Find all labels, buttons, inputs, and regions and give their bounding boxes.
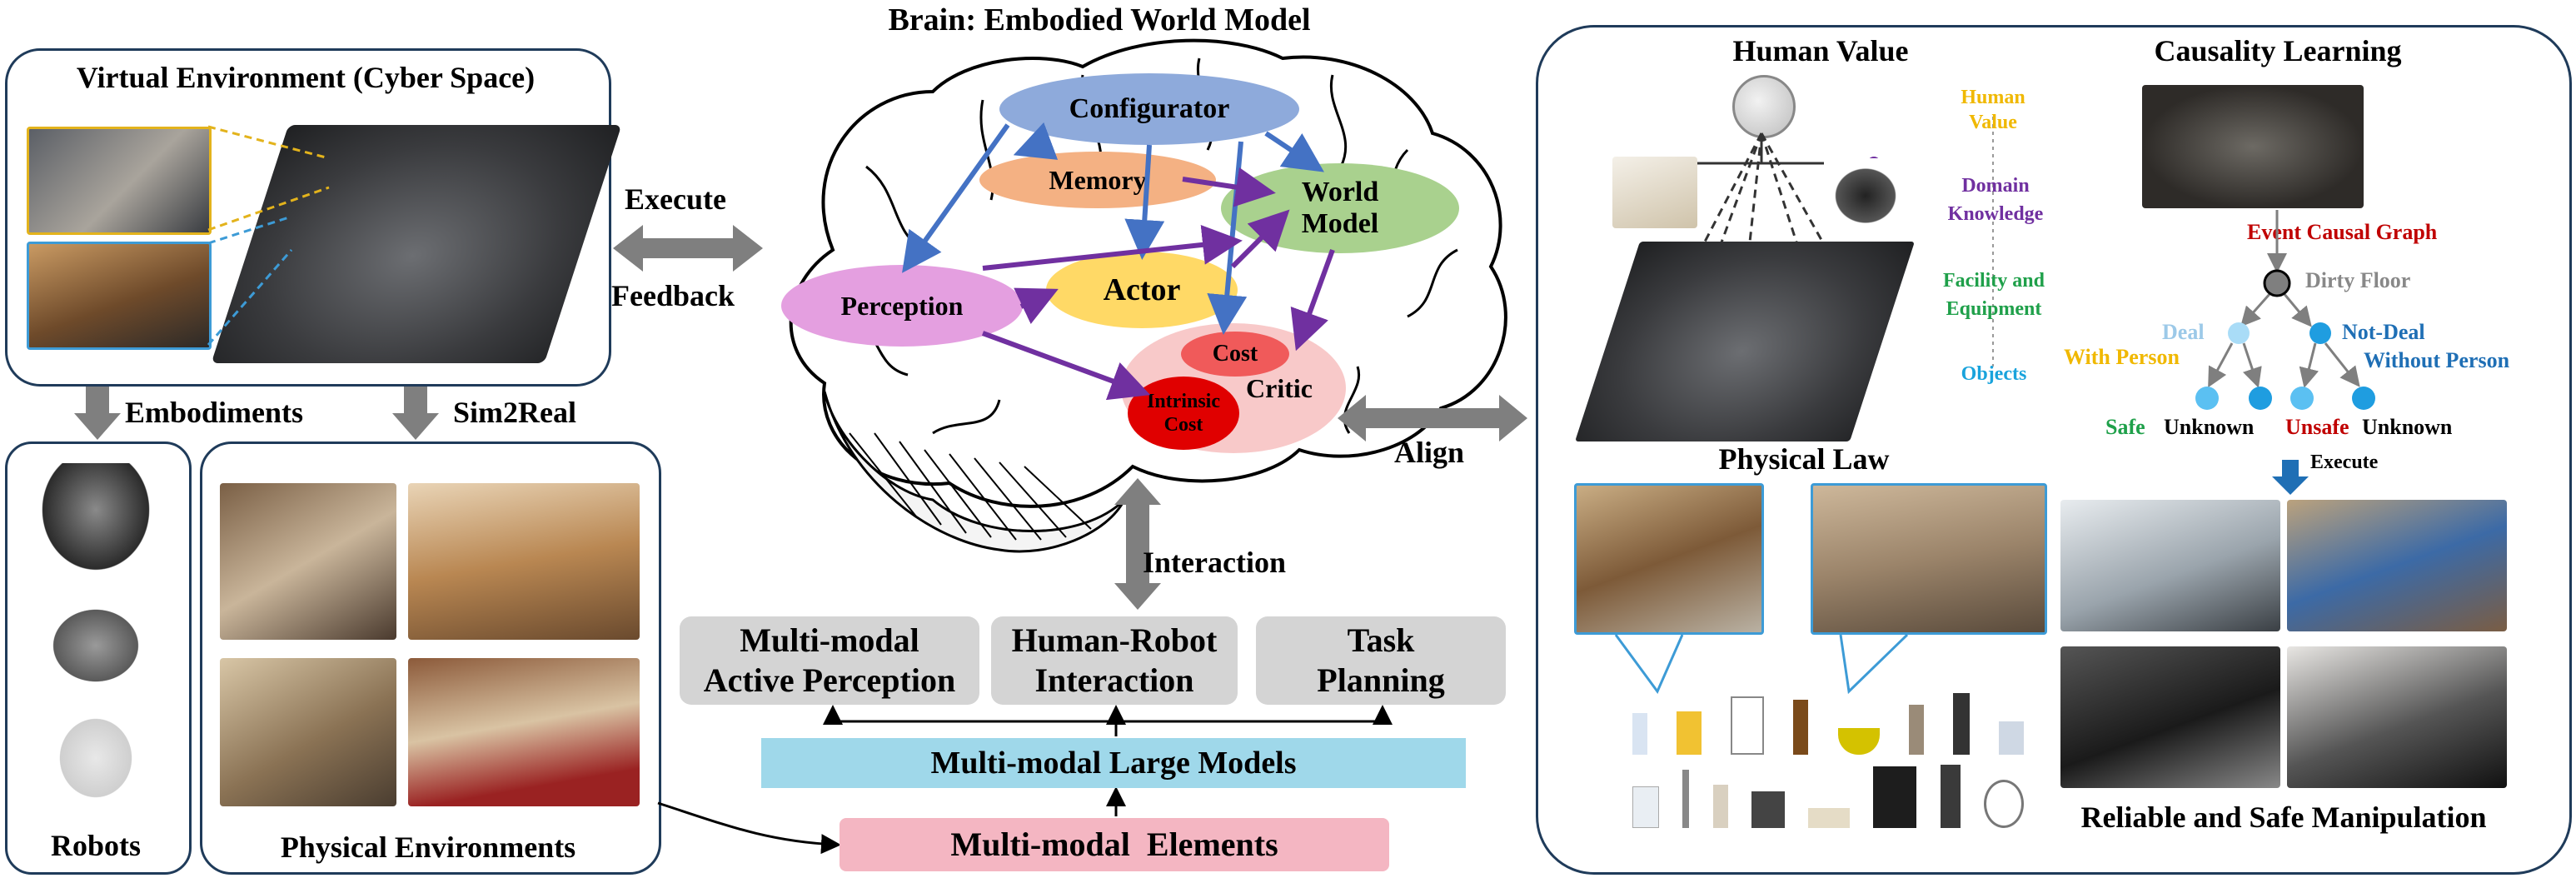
unknown-label-2: Unknown <box>2362 415 2453 439</box>
human-value-title: Human Value <box>1732 34 1909 67</box>
perception-node: Perception <box>781 265 1023 347</box>
object-icon <box>1677 711 1702 755</box>
object-icon <box>1682 770 1690 828</box>
critic-label: Critic <box>1246 373 1313 403</box>
hierarchy-facility-text: Facility and Equipment <box>1942 270 2045 320</box>
align-label: Align <box>1394 436 1465 469</box>
virtual-room-image-2 <box>27 242 212 350</box>
execute-label: Execute <box>625 182 726 216</box>
sim2real-label: Sim2Real <box>453 396 576 429</box>
object-icon <box>1808 808 1851 828</box>
manipulation-image-3 <box>2060 646 2280 788</box>
robot-hand-image <box>1824 158 1907 233</box>
manipulation-image-1 <box>2060 500 2280 631</box>
multimodal-large-models-bar: Multi-modal Large Models <box>761 738 1466 788</box>
embodiments-label: Embodiments <box>125 396 304 429</box>
actor-node: Actor <box>1046 252 1238 328</box>
causal-execute-label: Execute <box>2310 451 2379 473</box>
household-objects-row-1 <box>1632 688 2024 755</box>
object-icon <box>1632 786 1659 828</box>
physical-env-image-4 <box>408 658 640 806</box>
memory-node: Memory <box>979 152 1216 208</box>
event-causal-graph-label: Event Causal Graph <box>2247 220 2438 244</box>
module-human-robot-interaction-label: Human-Robot Interaction <box>1011 621 1218 699</box>
object-icon <box>1712 785 1728 828</box>
causality-learning-title: Causality Learning <box>2154 34 2402 67</box>
safe-label: Safe <box>2105 415 2145 439</box>
world-model-label: World Model <box>1301 177 1379 239</box>
humanoid-robot-image <box>33 463 158 580</box>
without-person-label: Without Person <box>2364 348 2510 372</box>
intrinsic-cost-label: Intrinsic Cost <box>1146 391 1220 436</box>
globe-icon <box>1732 75 1796 138</box>
module-human-robot-interaction: Human-Robot Interaction <box>991 616 1238 705</box>
quadruped-robot-image <box>42 600 150 691</box>
hierarchy-objects: Objects <box>1961 363 2027 385</box>
robots-label: Robots <box>50 829 142 862</box>
tea-set-image <box>1612 157 1697 228</box>
hierarchy-human-value-text: Human Value <box>1961 87 2025 133</box>
object-icon <box>1983 780 2024 828</box>
module-active-perception-label: Multi-modal Active Perception <box>703 621 956 699</box>
object-icon <box>1751 791 1785 828</box>
multimodal-elements-bar: Multi-modal Elements <box>840 818 1389 871</box>
object-icon <box>1940 765 1961 828</box>
dirty-floor-label: Dirty Floor <box>2305 268 2411 292</box>
module-task-planning-label: Task Planning <box>1317 621 1445 699</box>
object-icon <box>1998 721 2024 755</box>
physical-law-image-1 <box>1574 483 1764 635</box>
object-icon <box>1908 705 1924 755</box>
feedback-label: Feedback <box>611 279 735 312</box>
physical-law-image-2 <box>1811 483 2047 635</box>
virtual-room-image-1 <box>27 127 212 235</box>
interaction-label: Interaction <box>1143 546 1286 579</box>
physical-env-image-3 <box>220 658 396 806</box>
household-objects-row-2 <box>1632 761 2024 828</box>
unknown-label-1: Unknown <box>2164 415 2255 439</box>
deal-label: Deal <box>2162 320 2205 344</box>
virtual-environment-title: Virtual Environment (Cyber Space) <box>76 61 536 94</box>
object-icon <box>1793 700 1809 755</box>
hierarchy-domain-knowledge: Domain Knowledge <box>1929 172 2062 228</box>
hierarchy-domain-knowledge-text: Domain Knowledge <box>1947 175 2044 225</box>
physical-environments-label: Physical Environments <box>280 831 576 864</box>
physical-env-image-2 <box>408 483 640 640</box>
unsafe-label: Unsafe <box>2285 415 2349 439</box>
object-icon <box>1952 693 1970 755</box>
robot-arm-image <box>50 708 142 808</box>
brain-title: Brain: Embodied World Model <box>888 2 1311 37</box>
manipulation-title: Reliable and Safe Manipulation <box>2080 801 2487 834</box>
manipulation-image-4 <box>2287 646 2507 788</box>
physical-law-title: Physical Law <box>1718 442 1890 476</box>
module-active-perception: Multi-modal Active Perception <box>680 616 979 705</box>
manipulation-image-2 <box>2287 500 2507 631</box>
hierarchy-facility: Facility and Equipment <box>1921 267 2067 323</box>
object-icon <box>1873 766 1917 828</box>
module-task-planning: Task Planning <box>1256 616 1506 705</box>
hierarchy-human-value: Human Value <box>1941 85 2045 135</box>
object-icon <box>1731 696 1765 755</box>
not-deal-label: Not-Deal <box>2342 320 2425 344</box>
dirty-floor-image <box>2142 85 2364 208</box>
with-person-label: With Person <box>2064 345 2180 369</box>
physical-env-image-1 <box>220 483 396 640</box>
cost-node: Cost <box>1181 332 1289 377</box>
object-icon <box>1632 713 1647 755</box>
